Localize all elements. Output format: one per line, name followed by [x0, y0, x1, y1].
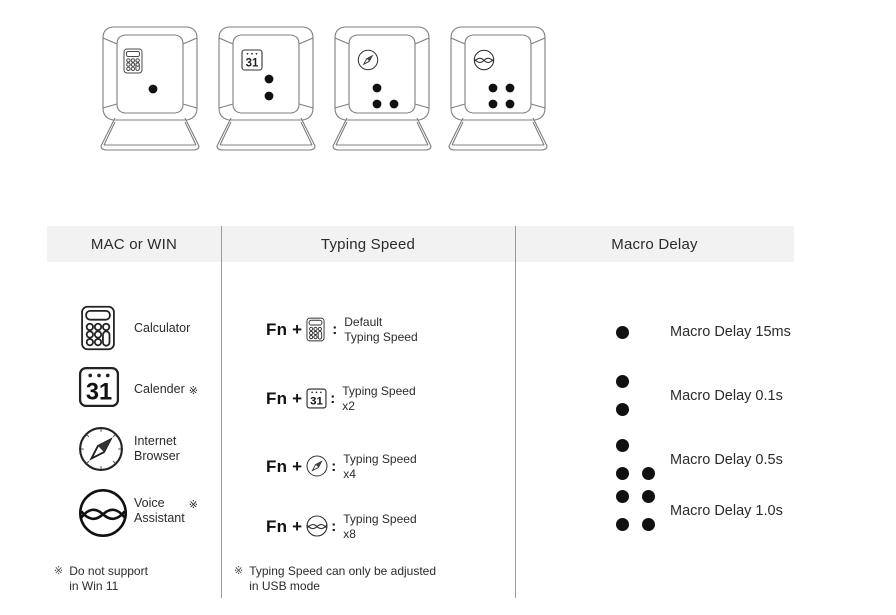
colon-separator: : — [332, 321, 338, 338]
column-header-mac-or-win: MAC or WIN — [90, 235, 178, 253]
compass-icon — [357, 49, 383, 79]
table-header-row: MAC or WIN Typing Speed Macro Delay — [47, 226, 794, 262]
calendar-31-icon: 31 — [78, 366, 124, 412]
calculator-icon — [306, 317, 330, 343]
svg-text:31: 31 — [86, 379, 112, 405]
list-item-label: Voice Assistant ※ — [134, 496, 198, 526]
list-item-label: Internet Browser — [134, 434, 180, 464]
column-header-macro-delay: Macro Delay — [611, 235, 698, 253]
list-item-label: Typing Speed x8 — [343, 512, 416, 541]
footnote-text: Typing Speed can only be adjusted in USB… — [249, 564, 436, 594]
fn-key-label: Fn + — [266, 516, 303, 536]
footnote-line2: in Win 11 — [69, 579, 119, 593]
calendar-31-icon: 31 — [241, 49, 267, 79]
list-item-label: Calender ※ — [134, 382, 198, 397]
svg-text:31: 31 — [246, 57, 259, 69]
list-item: Voice Assistant ※ — [78, 488, 198, 538]
calculator-icon — [123, 48, 149, 78]
compass-icon — [306, 455, 329, 478]
footnote-mac-or-win: ※ Do not support in Win 11 — [54, 564, 148, 594]
colon-separator: : — [330, 390, 336, 407]
macro-dot-indicator-1 — [616, 324, 656, 340]
list-item-label: Calculator — [134, 321, 190, 336]
list-item-text-line2: x2 — [342, 398, 355, 413]
voice-wave-icon — [473, 49, 499, 79]
list-item: Fn + 31 : Typing Speed x2 — [266, 384, 416, 413]
colon-separator: : — [331, 518, 337, 535]
list-item-text-line1: Default — [344, 315, 383, 329]
keycap-voice-assistant — [443, 22, 553, 152]
column-header-typing-speed: Typing Speed — [320, 235, 416, 253]
column-divider-2 — [515, 226, 516, 598]
fn-key-label: Fn + — [266, 456, 303, 476]
calculator-icon — [78, 305, 124, 351]
voice-wave-icon — [306, 515, 329, 538]
list-item: Fn + : Default Typing Speed — [266, 315, 418, 344]
keycap-illustration-strip: 31 — [95, 22, 553, 152]
list-item: Macro Delay 1.0s — [616, 490, 783, 531]
keycap-calculator — [95, 22, 205, 152]
fn-key-label: Fn + — [266, 388, 303, 408]
list-item-text-line2: Typing Speed — [344, 329, 418, 344]
list-item: Internet Browser — [78, 426, 180, 472]
macro-dot-indicator-3 — [616, 439, 656, 480]
list-item-text: Calender — [134, 381, 185, 396]
colon-separator: : — [331, 458, 337, 475]
fn-key-label: Fn + — [266, 319, 303, 339]
svg-text:31: 31 — [310, 395, 323, 407]
footnote-mark-icon: ※ — [188, 499, 198, 511]
footnote-line2: in USB mode — [249, 579, 320, 593]
list-item-text-line1: Voice — [134, 496, 165, 510]
list-item-text-line1: Typing Speed — [343, 512, 417, 526]
list-item-text-line2: x4 — [343, 466, 356, 481]
keycap-dot-indicator-2 — [264, 74, 276, 102]
footnote-line1: Do not support — [69, 564, 148, 578]
voice-wave-icon — [78, 488, 128, 538]
footnote-typing-speed: ※ Typing Speed can only be adjusted in U… — [234, 564, 436, 594]
spec-table: MAC or WIN Typing Speed Macro Delay Calc… — [47, 226, 794, 598]
list-item-text: Macro Delay 0.1s — [670, 387, 783, 404]
list-item-text-line1: Internet — [134, 434, 177, 448]
list-item-text: Macro Delay 15ms — [670, 324, 791, 340]
keycap-dot-indicator-3 — [371, 82, 401, 110]
macro-dot-indicator-2 — [616, 375, 656, 416]
keycap-dot-indicator-1 — [148, 84, 160, 96]
list-item-text-line1: Typing Speed — [342, 384, 416, 398]
list-item-text-line2: Browser — [134, 449, 180, 463]
list-item: Fn + : Typing Speed x8 — [266, 512, 417, 541]
list-item-text-line2: x8 — [343, 526, 356, 541]
list-item: Macro Delay 0.5s — [616, 439, 783, 480]
calendar-31-icon: 31 — [306, 388, 328, 410]
keycap-calendar: 31 — [211, 22, 321, 152]
macro-dot-indicator-4 — [616, 490, 656, 531]
footnote-mark-icon: ※ — [234, 565, 244, 577]
compass-icon — [78, 426, 124, 472]
list-item: Macro Delay 0.1s — [616, 375, 783, 416]
list-item-label: Typing Speed x2 — [342, 384, 415, 413]
list-item: Calculator — [78, 305, 190, 351]
list-item-text: Calculator — [134, 320, 191, 335]
keycap-dot-indicator-4 — [487, 82, 517, 110]
column-divider-1 — [221, 226, 222, 598]
list-item: 31 Calender ※ — [78, 366, 198, 412]
list-item-text: Macro Delay 1.0s — [670, 502, 783, 519]
footnote-text: Do not support in Win 11 — [69, 564, 148, 594]
list-item-text-line1: Typing Speed — [343, 452, 417, 466]
footnote-line1: Typing Speed can only be adjusted — [249, 564, 437, 578]
keycap-browser — [327, 22, 437, 152]
list-item: Macro Delay 15ms — [616, 324, 791, 340]
list-item-label: Typing Speed x4 — [343, 452, 416, 481]
footnote-mark-icon: ※ — [188, 384, 198, 397]
list-item: Fn + : Typing Speed x4 — [266, 452, 417, 481]
list-item-text-line2: Assistant — [134, 511, 185, 525]
footnote-mark-icon: ※ — [54, 565, 64, 577]
list-item-label: Default Typing Speed — [344, 315, 417, 344]
list-item-text: Macro Delay 0.5s — [670, 451, 783, 468]
